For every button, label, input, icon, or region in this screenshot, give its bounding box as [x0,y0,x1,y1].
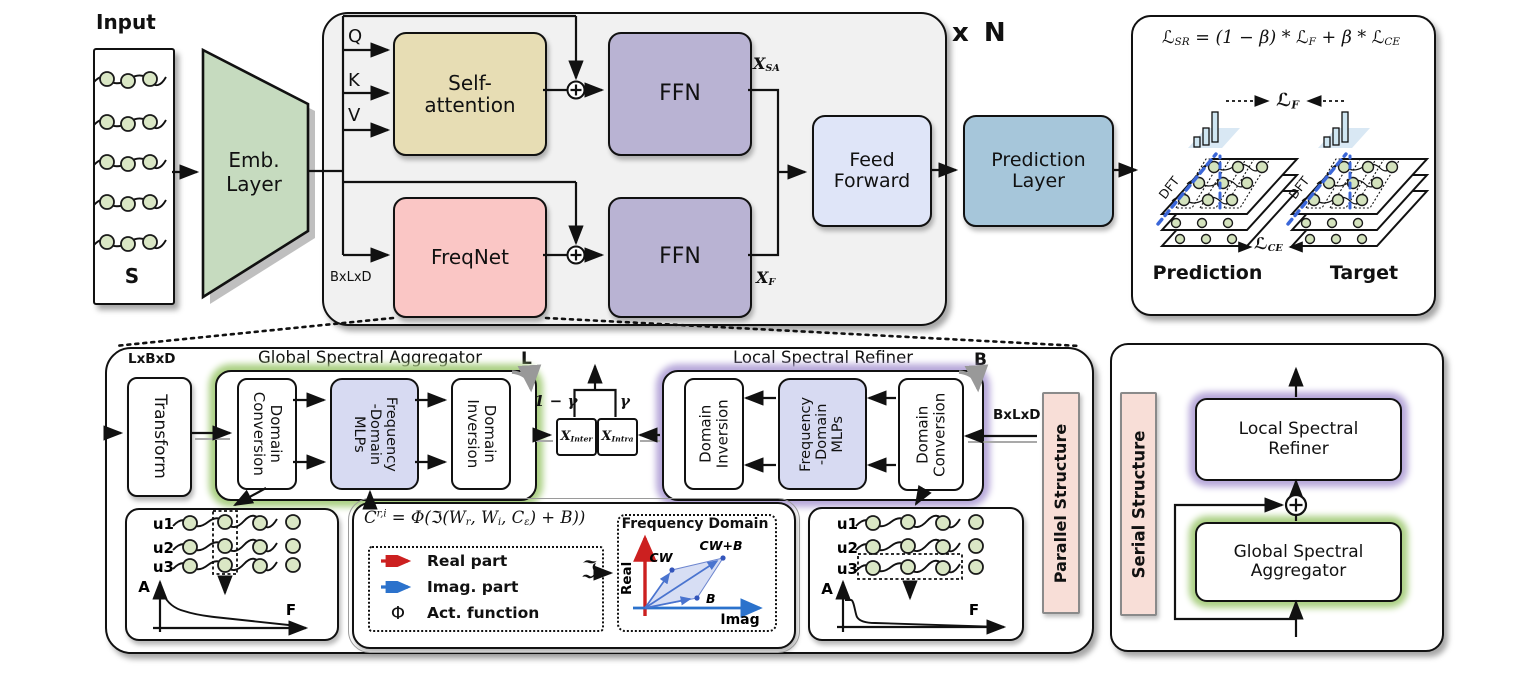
target-caption: Target [1329,262,1399,284]
freqnet-dim-in-label: LxBxD [128,351,176,367]
svg-text:Emb.: Emb. [228,148,279,172]
lsr-dim-label: BxLxD [993,407,1041,423]
value-label: V [348,105,361,126]
parallel-structure-label: Parallel Structure [1042,392,1080,614]
phi-symbol: Φ [390,602,406,624]
gsa-title: Global Spectral Aggregator [258,348,482,367]
imag-part-arrow-icon [381,581,412,593]
embedding-layer-trapezoid: Emb. Layer [201,47,315,304]
legend-act-function: Φ Act. function [370,600,602,626]
series-detail-box-left [125,508,339,641]
x-intra-box: XIntra [597,418,638,456]
loss-formula: ℒSR = (1 − β) * ℒF + β * ℒCE [1161,28,1401,49]
gamma-left-label: 1 − γ [534,392,578,410]
loop-l-label: L [521,349,532,369]
im-operator-symbol: ℑ [581,556,598,584]
key-label: K [348,70,360,91]
input-series-box [93,48,175,305]
ffn-bottom-box: FFN [608,197,752,318]
frequency-domain-title: Frequency Domain [621,516,769,532]
self-attention-box: Self- attention [393,32,547,156]
transform-box: Transform [127,377,192,497]
query-label: Q [348,26,363,47]
x-sa-label: XSA [753,54,780,74]
prediction-caption: Prediction [1152,262,1263,284]
lce-loss-label: ℒCE [1254,234,1283,254]
feed-forward-box: Feed Forward [812,115,932,227]
encoder-dim-label: BxLxD [330,270,372,285]
input-symbol: S [124,264,140,288]
input-title: Input [96,10,156,34]
prediction-layer-box: Prediction Layer [963,115,1114,227]
legend-imag-part: Imag. part [370,574,602,600]
ffn-top-box: FFN [608,32,752,156]
freqnet-box: FreqNet [393,197,547,318]
legend-box: Real part Imag. part Φ Act. function [368,546,604,632]
x-inter-box: XInter [556,418,597,456]
lsr-title: Local Spectral Refiner [732,348,914,367]
serial-structure-label: Serial Structure [1120,392,1157,616]
serial-structure-panel [1110,343,1444,652]
real-part-arrow-icon [381,555,412,567]
loop-b-label: B [974,350,987,370]
x-f-label: XF [756,268,776,288]
legend-real-part: Real part [370,548,602,574]
gamma-right-label: γ [620,392,630,410]
series-detail-box-right [808,507,1024,641]
svg-text:Layer: Layer [226,172,283,196]
lf-loss-label: ℒF [1276,90,1300,112]
repeat-n-label: x N [952,18,1009,48]
complex-formula: Cr,i = Φ(ℑ(Wr, Wi, Cε) + B)) [364,508,586,528]
